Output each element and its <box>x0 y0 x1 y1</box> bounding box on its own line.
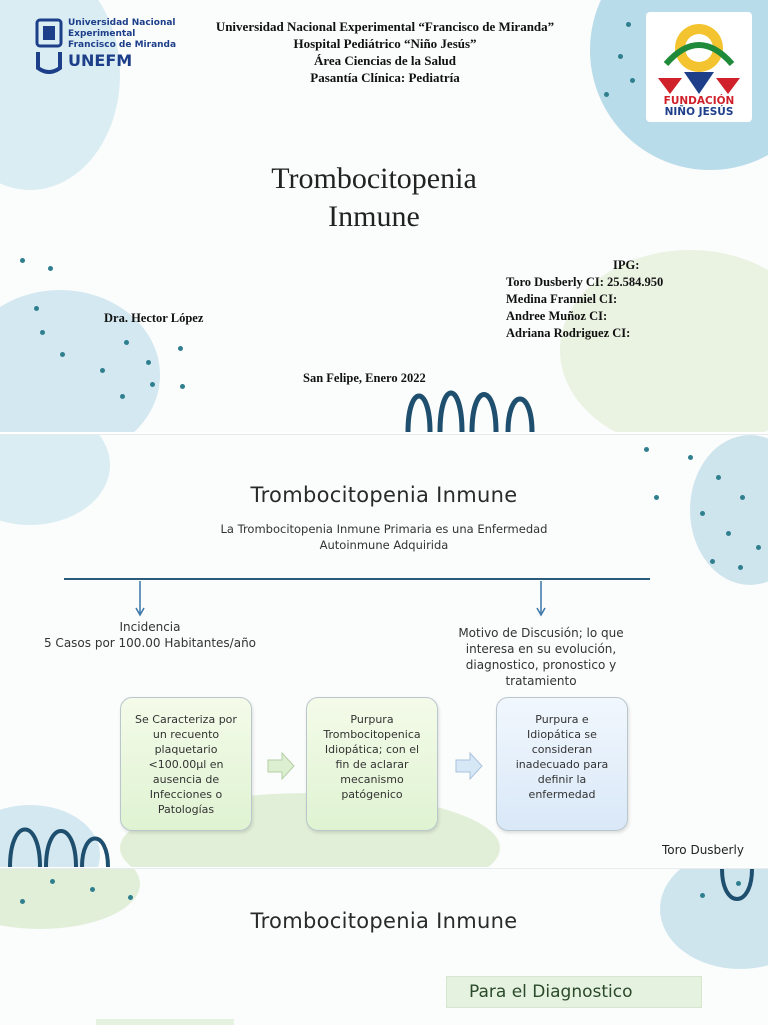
unefm-logo-line2: Experimental <box>68 29 136 39</box>
place-date: San Felipe, Enero 2022 <box>303 371 426 385</box>
decor-dot <box>736 881 741 886</box>
decor-dot <box>700 893 705 898</box>
unefm-logo: Universidad Nacional Experimental Franci… <box>34 18 177 78</box>
decor-dot <box>626 22 631 27</box>
arrow-right-icon <box>267 751 295 781</box>
slide-title: Trombocitopenia Inmune <box>184 160 564 236</box>
decor-dot <box>124 340 129 345</box>
slide-author: Toro Dusberly <box>662 843 744 857</box>
decor-loops <box>720 869 754 901</box>
subtitle-line: Autoinmune Adquirida <box>319 538 449 552</box>
student-item: Andree Muñoz CI: <box>506 309 608 323</box>
header-line: Área Ciencias de la Salud <box>313 53 457 68</box>
decor-dot <box>50 879 55 884</box>
content-box-cutoff <box>96 1019 234 1025</box>
slide-title: Trombocitopenia Inmune <box>250 909 518 933</box>
decor-dot <box>120 394 125 399</box>
unefm-emblem-icon <box>35 18 63 74</box>
student-list: IPG: Toro Dusberly CI: 25.584.950 Medina… <box>506 257 663 342</box>
decor-dot <box>740 495 745 500</box>
decor-blob-blue <box>690 435 768 585</box>
incidence-value: 5 Casos por 100.00 Habitantes/año <box>43 636 257 650</box>
title-slide: Universidad Nacional Experimental Franci… <box>0 0 768 432</box>
decor-dot <box>150 382 155 387</box>
decor-dot <box>48 266 53 271</box>
decor-dot <box>710 559 715 564</box>
decor-dot <box>688 455 693 460</box>
decor-dot <box>716 475 721 480</box>
decor-loops <box>405 390 535 432</box>
flow-box-text: Purpura Trombocitopenica Idiopática; con… <box>323 713 421 801</box>
decor-dot <box>146 360 151 365</box>
fundacion-nino-jesus-logo: FUNDACIÓN NIÑO JESÚS <box>646 12 752 122</box>
institution-header: Universidad Nacional Experimental “Franc… <box>170 18 600 86</box>
decor-dot <box>654 495 659 500</box>
incidence-block: Incidencia 5 Casos por 100.00 Habitantes… <box>20 619 280 651</box>
student-item: Adriana Rodriguez CI: <box>506 326 631 340</box>
decor-dot <box>756 545 761 550</box>
decor-loops <box>8 827 110 867</box>
student-item: Toro Dusberly CI: 25.584.950 <box>506 275 664 289</box>
header-line: Hospital Pediátrico “Niño Jesús” <box>293 36 477 51</box>
header-line: Pasantía Clínica: Pediatría <box>310 70 460 85</box>
content-slide-partial: Trombocitopenia Inmune Para el Diagnosti… <box>0 868 768 1025</box>
slide-subtitle: La Trombocitopenia Inmune Primaria es un… <box>130 521 638 553</box>
decor-dot <box>34 306 39 311</box>
arrow-right-icon <box>455 751 483 781</box>
flow-box-text: Purpura e Idiopática se consideran inade… <box>515 713 609 801</box>
decor-dot <box>128 895 133 900</box>
decor-dot <box>618 54 623 59</box>
decor-blob-blue <box>0 435 110 525</box>
nino-jesus-logo-line1: FUNDACIÓN <box>663 95 735 107</box>
decor-dot <box>20 899 25 904</box>
unefm-logo-acronym: UNEFM <box>68 51 133 70</box>
slide-title: Trombocitopenia Inmune <box>250 483 518 507</box>
header-line: Universidad Nacional Experimental “Franc… <box>215 19 555 34</box>
decor-dot <box>180 384 185 389</box>
decor-dot <box>644 447 649 452</box>
arrow-down-icon <box>536 581 546 617</box>
flow-box-purpura: Purpura Trombocitopenica Idiopática; con… <box>306 697 438 831</box>
decor-dot <box>604 92 609 97</box>
nino-jesus-emblem-icon <box>658 24 740 94</box>
content-slide: Trombocitopenia Inmune La Trombocitopeni… <box>0 434 768 867</box>
unefm-logo-line3: Francisco de Miranda <box>68 40 177 50</box>
student-item: Medina Franniel CI: <box>506 292 618 306</box>
decor-dot <box>700 511 705 516</box>
decor-dot <box>630 78 635 83</box>
decor-dot <box>20 258 25 263</box>
ipg-label: IPG: <box>613 258 640 272</box>
nino-jesus-logo-line2: NIÑO JESÚS <box>664 106 734 118</box>
decor-blob-green <box>560 250 768 432</box>
flow-box-definition: Purpura e Idiopática se consideran inade… <box>496 697 628 831</box>
incidence-label: Incidencia <box>119 620 181 634</box>
decor-dot <box>40 330 45 335</box>
decor-dot <box>726 531 731 536</box>
title-line: Trombocitopenia <box>271 162 477 195</box>
arrow-down-icon <box>135 581 145 617</box>
subtitle-line: La Trombocitopenia Inmune Primaria es un… <box>220 522 548 536</box>
divider-line <box>64 578 650 580</box>
decor-dot <box>90 887 95 892</box>
flow-box-text: Se Caracteriza por un recuento plaquetar… <box>135 713 237 816</box>
flow-box-characterization: Se Caracteriza por un recuento plaquetar… <box>120 697 252 831</box>
decor-dot <box>60 352 65 357</box>
decor-dot <box>738 565 743 570</box>
doctor-name: Dra. Hector López <box>104 311 204 325</box>
decor-dot <box>100 368 105 373</box>
unefm-logo-line1: Universidad Nacional <box>68 18 176 28</box>
discussion-motive: Motivo de Discusión; lo que interesa en … <box>458 626 624 688</box>
decor-dot <box>178 346 183 351</box>
title-line: Inmune <box>328 200 420 233</box>
diagnosis-heading: Para el Diagnostico <box>446 976 702 1008</box>
